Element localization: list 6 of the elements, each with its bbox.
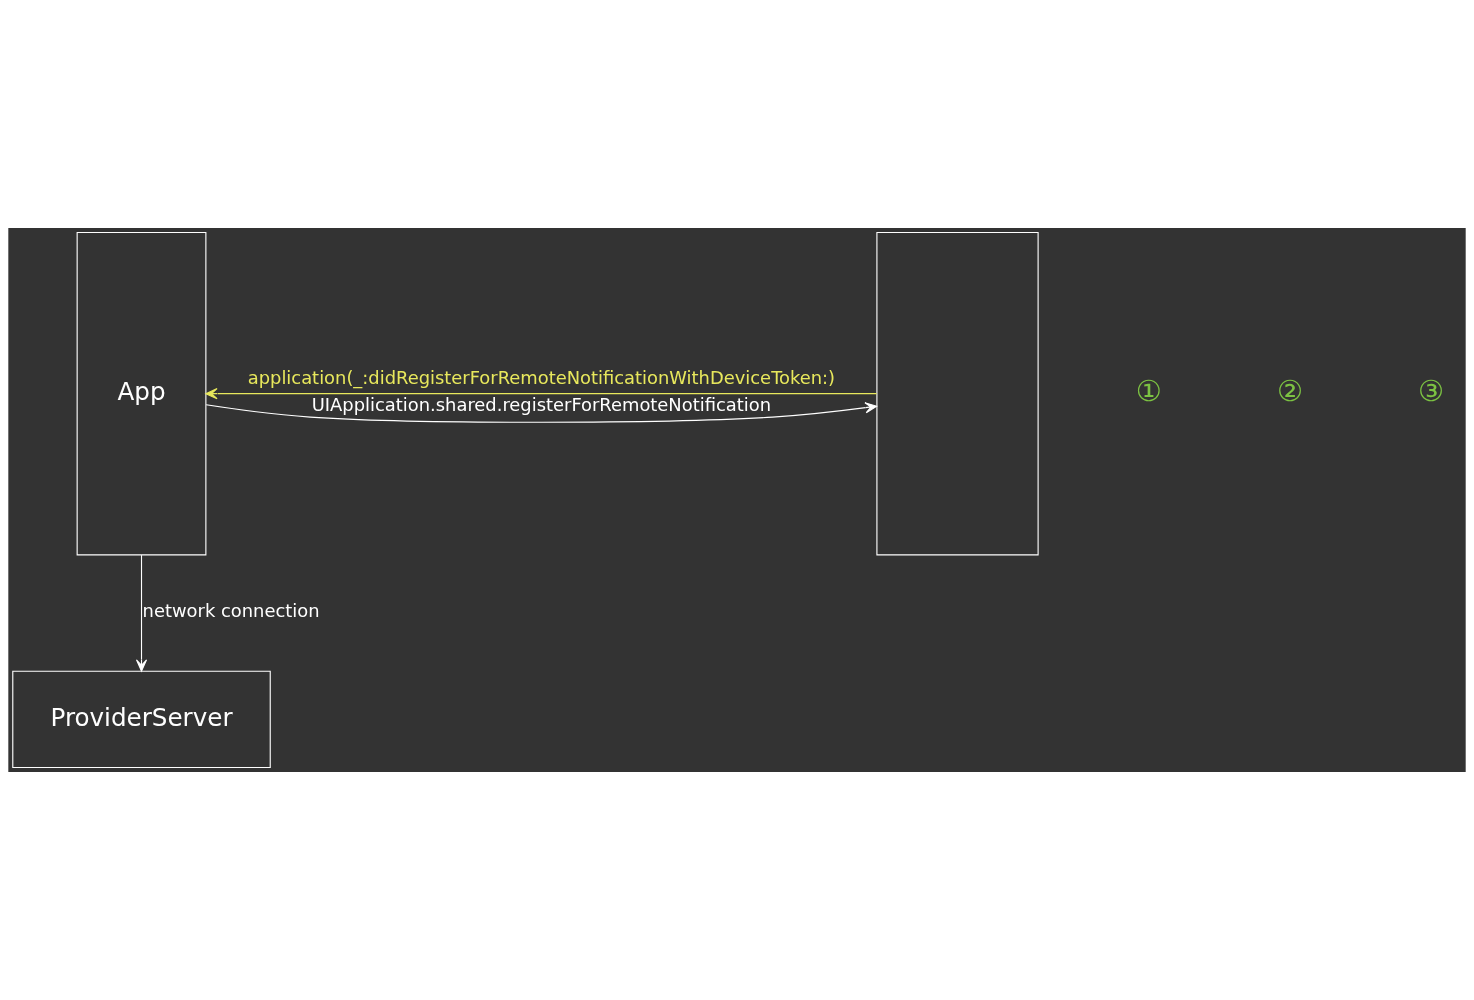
label: ③	[1417, 373, 1445, 408]
label: ①	[1135, 373, 1162, 408]
edge-label: application(_:didRegisterForRemoteNotificationWithDeviceToken:)	[247, 367, 836, 389]
label: ②	[1276, 373, 1303, 408]
edge-label: network connection	[142, 600, 320, 622]
edge-label: UIApplication.shared.registerForRemoteNotification	[311, 394, 772, 416]
